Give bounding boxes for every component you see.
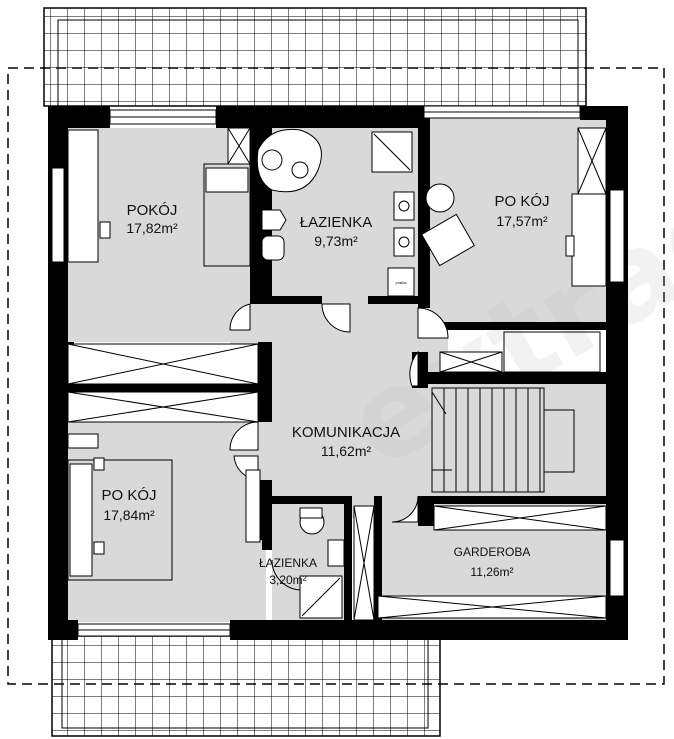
doors: [229, 303, 449, 591]
room-area: 3,20m²: [269, 573, 306, 587]
room-name: GARDEROBA: [454, 545, 531, 559]
room-lazienka-small: ŁAZIENKA 3,20m²: [259, 556, 317, 587]
room-name: KOMUNIKACJA: [292, 424, 400, 441]
room-name: POKÓJ: [127, 202, 178, 219]
wardrobes: [67, 127, 607, 621]
room-area: 17,82m²: [126, 220, 178, 236]
windows: [51, 105, 625, 637]
room-name: PO KÓJ: [101, 487, 156, 504]
room-pokoj-sw: PO KÓJ 17,84m²: [101, 487, 156, 523]
furniture: pralka: [67, 128, 607, 619]
room-name: ŁAZIENKA: [300, 214, 373, 231]
washing-machine-label: pralka: [396, 280, 408, 285]
room-area: 17,57m²: [496, 213, 548, 229]
room-garderoba: GARDEROBA 11,26m²: [454, 545, 531, 579]
staircase: [431, 387, 575, 493]
room-name: PO KÓJ: [494, 193, 549, 210]
terrace-south: [51, 635, 441, 737]
room-komunikacja: KOMUNIKACJA 11,62m²: [292, 424, 400, 459]
room-pokoj-nw: POKÓJ 17,82m²: [126, 202, 178, 236]
room-area: 11,26m²: [470, 565, 513, 579]
roof-outline: [7, 67, 665, 685]
room-area: 17,84m²: [103, 507, 155, 523]
washing-machine: [387, 267, 415, 297]
terrace-north: [43, 7, 587, 107]
room-lazienka: ŁAZIENKA 9,73m²: [300, 214, 373, 249]
room-area: 11,62m²: [321, 443, 372, 459]
room-area: 9,73m²: [314, 233, 358, 249]
room-pokoj-ne: PO KÓJ 17,57m²: [494, 193, 549, 229]
room-name: ŁAZIENKA: [259, 556, 317, 570]
